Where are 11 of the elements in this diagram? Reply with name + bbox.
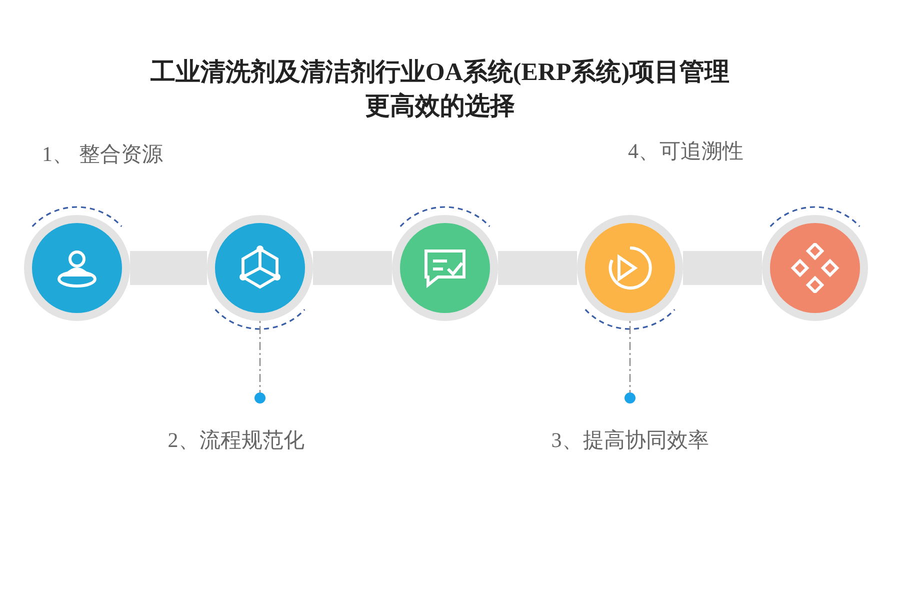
step-label: 4、可追溯性 [628, 138, 744, 165]
leader-line [254, 321, 266, 404]
chain-link [130, 251, 207, 285]
chain-link [498, 251, 577, 285]
chain-link [313, 251, 392, 285]
step-label: 1、 整合资源 [42, 141, 163, 168]
step-label: 2、流程规范化 [168, 427, 304, 454]
step-label: 3、提高协同效率 [551, 427, 709, 454]
chain-link [683, 251, 762, 285]
leader-line [624, 321, 636, 404]
title: 工业清洗剂及清洁剂行业OA系统(ERP系统)项目管理更高效的选择 [150, 57, 730, 122]
